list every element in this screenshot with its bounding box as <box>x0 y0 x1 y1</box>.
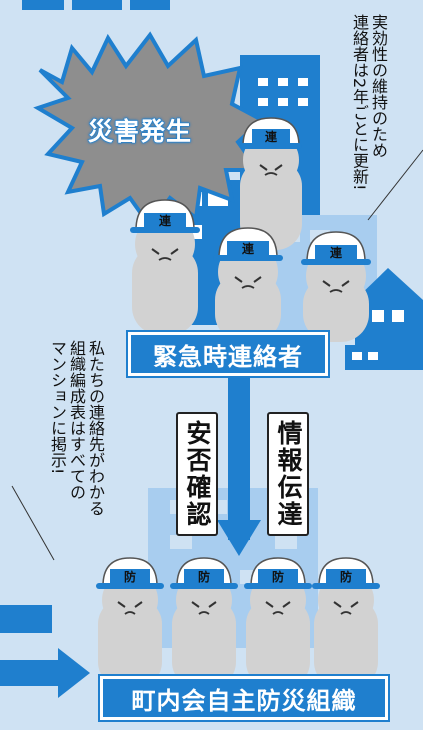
note-right: 実効性の維持のため 連絡者は2年ごとに更新! <box>350 14 388 244</box>
helmet-mark-text: 連 <box>330 245 343 260</box>
person-icon: 連 <box>213 227 283 342</box>
note-left: 私たちの連絡先がわかる 組織編成表はすべての マンションに掲示! <box>48 340 105 580</box>
person-icon: 防 <box>244 557 312 688</box>
left-bar-shape <box>0 605 52 633</box>
person-icon: 連 <box>130 199 200 335</box>
helmet-mark-text: 連 <box>159 213 172 228</box>
helmet-mark-text: 連 <box>242 241 255 256</box>
organization-label: 町内会自主防災組織 <box>100 676 388 720</box>
note-left-line: 私たちの連絡先がわかる <box>86 340 105 516</box>
house-icon <box>345 268 423 370</box>
top-tab-shape <box>22 0 64 10</box>
safety-check-label: 安否確認 <box>176 412 218 536</box>
helmet-mark-text: 防 <box>198 569 210 584</box>
info-transmission-label: 情報伝達 <box>267 412 309 536</box>
note-right-line: 実効性の維持のため <box>369 14 388 158</box>
burst-icon <box>33 31 266 230</box>
leader-line <box>11 485 55 561</box>
note-left-line: マンションに掲示! <box>48 340 67 475</box>
note-left-line: 組織編成表はすべての <box>67 340 86 500</box>
top-tab-shape <box>72 0 122 10</box>
person-icon: 防 <box>96 557 164 688</box>
top-tab-shape <box>130 0 170 10</box>
helmet-mark-text: 連 <box>265 129 278 144</box>
person-icon: 防 <box>312 557 380 688</box>
person-icon: 防 <box>170 557 238 688</box>
emergency-contacts-label: 緊急時連絡者 <box>128 332 328 376</box>
helmet-mark-text: 防 <box>272 569 284 584</box>
disaster-label: 災害発生 <box>87 117 193 147</box>
right-arrow-icon <box>0 648 90 698</box>
leader-line <box>367 149 423 221</box>
helmet-mark-text: 防 <box>340 569 352 584</box>
person-icon: 連 <box>301 231 371 342</box>
note-right-line: 連絡者は2年ごとに更新! <box>350 14 369 191</box>
helmet-mark-text: 防 <box>124 569 136 584</box>
person-icon: 連 <box>240 117 302 250</box>
